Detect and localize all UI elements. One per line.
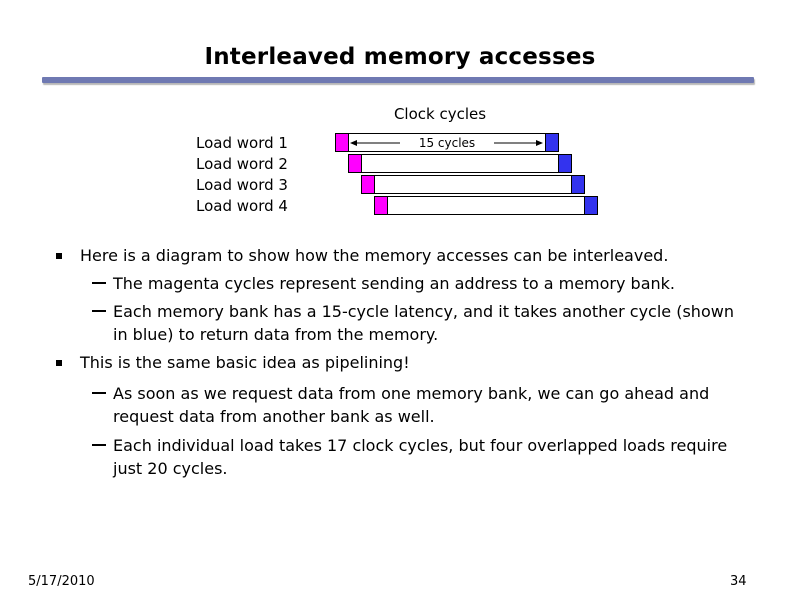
bullet-1: Here is a diagram to show how the memory… <box>80 246 669 265</box>
title-underline <box>42 77 754 83</box>
bullet-2: This is the same basic idea as pipelinin… <box>80 353 410 372</box>
slide-page-number: 34 <box>730 574 747 589</box>
sub-bullet-marker <box>92 310 106 312</box>
cycles-arrow <box>350 140 543 146</box>
load-word-3-label: Load word 3 <box>196 176 288 194</box>
cycles-annotation: 15 cycles <box>418 136 476 150</box>
load-word-2-label: Load word 2 <box>196 155 288 173</box>
slide-title: Interleaved memory accesses <box>204 44 596 70</box>
load3-data-cycle <box>571 175 585 194</box>
bullet-1-sub-2: Each memory bank has a 15-cycle latency,… <box>113 302 734 344</box>
bullet-2-sub-2: Each individual load takes 17 clock cycl… <box>113 436 728 478</box>
load4-data-cycle <box>584 196 598 215</box>
sub-bullet-marker <box>92 392 106 394</box>
bullet-marker <box>56 360 62 366</box>
bullet-marker <box>56 253 62 259</box>
sub-bullet-marker <box>92 282 106 284</box>
bullet-2-sub-1: As soon as we request data from one memo… <box>113 384 710 426</box>
load2-data-cycle <box>558 154 572 173</box>
slide-date: 5/17/2010 <box>28 574 95 589</box>
sub-bullet-marker <box>92 444 106 446</box>
load-word-4-label: Load word 4 <box>196 197 288 215</box>
load-word-1-label: Load word 1 <box>196 134 288 152</box>
interleaving-diagram: Clock cycles Load word 1 Load word 2 Loa… <box>0 0 792 230</box>
bullet-1-sub-1: The magenta cycles represent sending an … <box>113 274 675 293</box>
load1-data-cycle <box>545 133 559 152</box>
clock-cycles-label: Clock cycles <box>393 105 487 123</box>
